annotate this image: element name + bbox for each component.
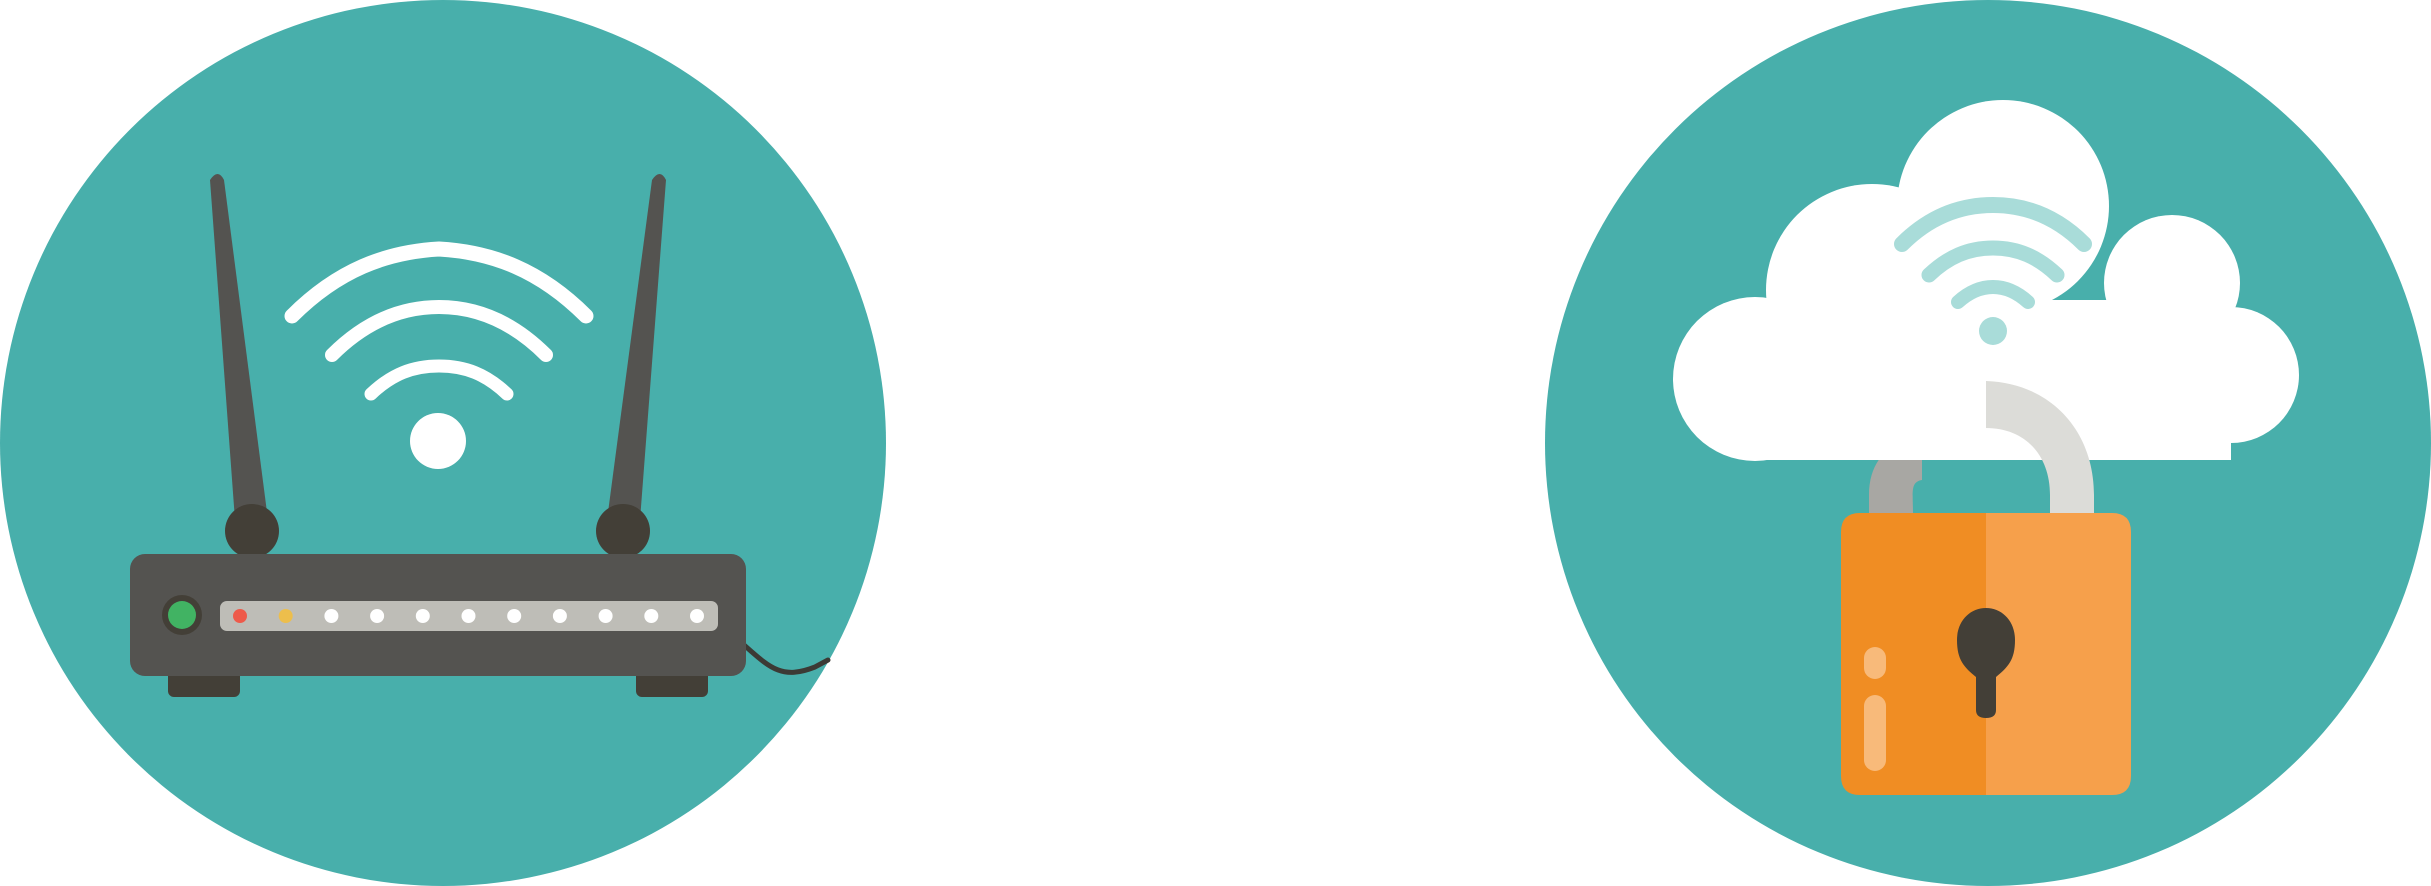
wifi-signal-icon — [284, 241, 594, 401]
cloud-wifi-dot — [1979, 317, 2007, 345]
padlock-highlight-short — [1864, 647, 1886, 679]
status-led — [278, 609, 293, 623]
status-led — [690, 609, 704, 623]
wifi-arc-medium — [325, 299, 553, 362]
keyhole-icon — [1957, 608, 2015, 718]
status-led — [598, 609, 613, 623]
power-button — [168, 601, 196, 629]
wifi-arc-small — [364, 359, 514, 401]
cloud-padlock-icon — [1545, 0, 2431, 886]
cloud-wifi-icon — [1894, 196, 2092, 309]
status-led — [370, 609, 385, 623]
status-led — [507, 609, 522, 623]
status-led — [415, 609, 430, 623]
left-antenna — [210, 174, 268, 520]
status-led — [552, 609, 567, 623]
status-led — [461, 609, 476, 623]
router-cable — [741, 642, 831, 675]
padlock-body-right — [1986, 513, 2131, 795]
left-antenna-knob — [225, 504, 279, 558]
wifi-router-icon — [0, 0, 886, 886]
right-antenna-knob — [596, 504, 650, 558]
padlock-shackle-front — [1986, 381, 2094, 515]
status-led — [644, 609, 659, 623]
wifi-dot — [410, 413, 466, 469]
padlock-highlight-long — [1864, 695, 1886, 771]
status-led — [233, 609, 247, 623]
led-row — [233, 609, 704, 623]
right-antenna — [607, 174, 666, 520]
status-led — [324, 609, 339, 623]
wifi-arc-large — [284, 241, 594, 324]
